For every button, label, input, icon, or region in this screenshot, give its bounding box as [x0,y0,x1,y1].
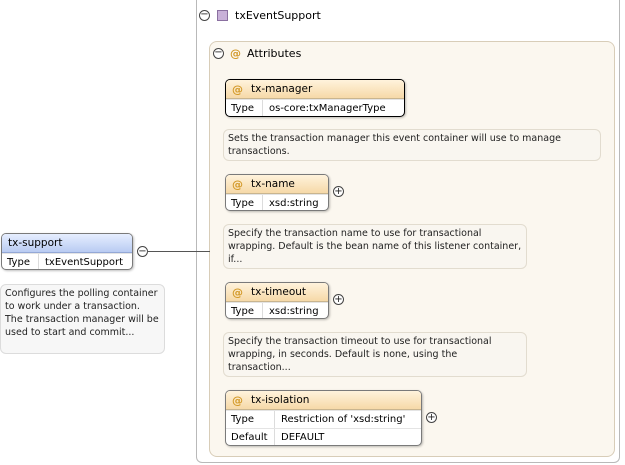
complex-type-icon [217,9,228,21]
element-header: tx-support [2,234,132,253]
attributes-group-title: Attributes [247,46,302,60]
complex-type-name: txEventSupport [235,8,321,22]
element-box-tx-support[interactable]: tx-support Type txEventSupport [1,233,133,270]
expand-icon[interactable]: + [333,293,344,305]
element-name: tx-support [8,237,63,249]
attribute-header: @ tx-timeout [226,283,328,302]
attribute-default-row: Default DEFAULT [226,428,421,445]
attribute-type-row: Type os-core:txManagerType [226,99,404,116]
default-label: Default [226,429,275,445]
attribute-box-tx-timeout[interactable]: @ tx-timeout Type xsd:string [225,282,329,319]
type-label: Type [226,195,263,210]
default-value: DEFAULT [281,432,325,443]
type-value: txEventSupport [45,257,124,268]
attribute-documentation: Specify the transaction name to use for … [223,224,527,269]
type-value: os-core:txManagerType [269,103,386,114]
element-type-row: Type txEventSupport [2,253,132,269]
element-documentation: Configures the polling container to work… [0,284,165,354]
attribute-icon: @ [232,82,243,96]
attribute-box-tx-name[interactable]: @ tx-name Type xsd:string [225,174,329,211]
collapse-icon[interactable]: − [199,9,210,21]
attribute-documentation: Sets the transaction manager this event … [223,129,601,161]
type-label: Type [2,254,39,269]
attribute-icon: @ [232,393,243,407]
complex-type-header: − txEventSupport [199,4,321,26]
expand-icon[interactable]: + [426,411,437,423]
attribute-icon: @ [232,285,243,299]
attribute-type-row: Type xsd:string [226,302,328,318]
attribute-icon: @ [232,177,243,191]
attribute-box-tx-manager[interactable]: @ tx-manager Type os-core:txManagerType [225,79,405,117]
attribute-name: tx-manager [251,83,313,95]
attribute-type-row: Type xsd:string [226,194,328,210]
type-value: xsd:string [269,198,319,209]
connector-line [147,251,210,252]
type-value: Restriction of 'xsd:string' [281,414,406,425]
attribute-name: tx-timeout [251,286,307,298]
type-label: Type [226,100,263,116]
attribute-type-row: Type Restriction of 'xsd:string' [226,410,421,428]
attribute-documentation: Specify the transaction timeout to use f… [223,332,527,377]
type-value: xsd:string [269,306,319,317]
type-label: Type [226,411,275,428]
collapse-icon[interactable]: − [213,47,224,59]
expand-icon[interactable]: + [333,185,344,197]
attribute-icon: @ [230,46,241,60]
attribute-name: tx-isolation [251,394,310,406]
attribute-header: @ tx-isolation [226,391,421,410]
attribute-header: @ tx-manager [226,80,404,99]
attribute-box-tx-isolation[interactable]: @ tx-isolation Type Restriction of 'xsd:… [225,390,422,446]
attribute-name: tx-name [251,178,295,190]
attribute-header: @ tx-name [226,175,328,194]
attributes-group-header: − @ Attributes [213,45,301,61]
type-label: Type [226,303,263,318]
